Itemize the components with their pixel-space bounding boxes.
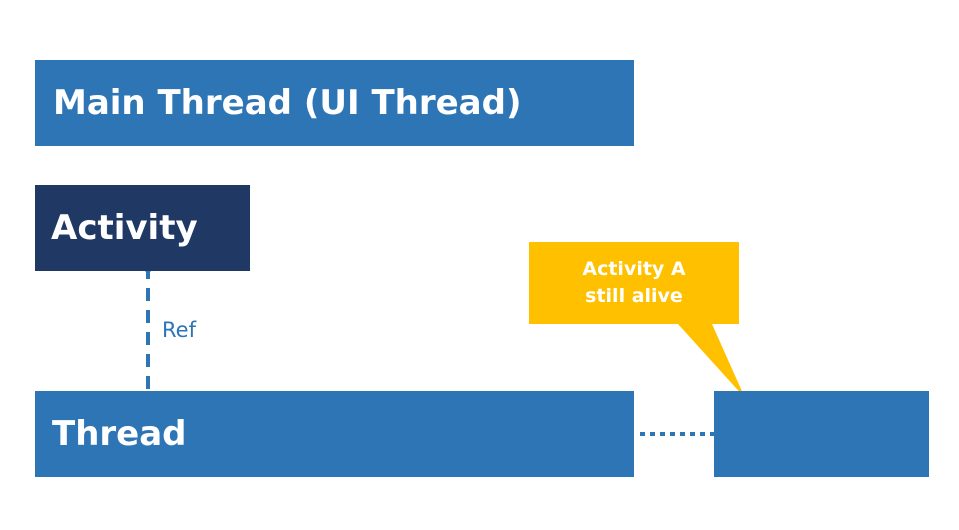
thread-continued-box: [714, 391, 929, 477]
main-thread-label: Main Thread (UI Thread): [53, 83, 522, 123]
callout-text: Activity A still alive: [529, 242, 739, 324]
main-thread-box: Main Thread (UI Thread): [35, 60, 634, 146]
activity-label: Activity: [51, 208, 198, 248]
callout-line-2: still alive: [585, 285, 683, 307]
callout-bubble: [529, 242, 745, 398]
reference-label: Ref: [162, 318, 196, 342]
callout-line-1: Activity A: [582, 258, 686, 280]
thread-box: Thread: [35, 391, 634, 477]
activity-box: Activity: [35, 185, 250, 271]
thread-label: Thread: [52, 414, 187, 454]
